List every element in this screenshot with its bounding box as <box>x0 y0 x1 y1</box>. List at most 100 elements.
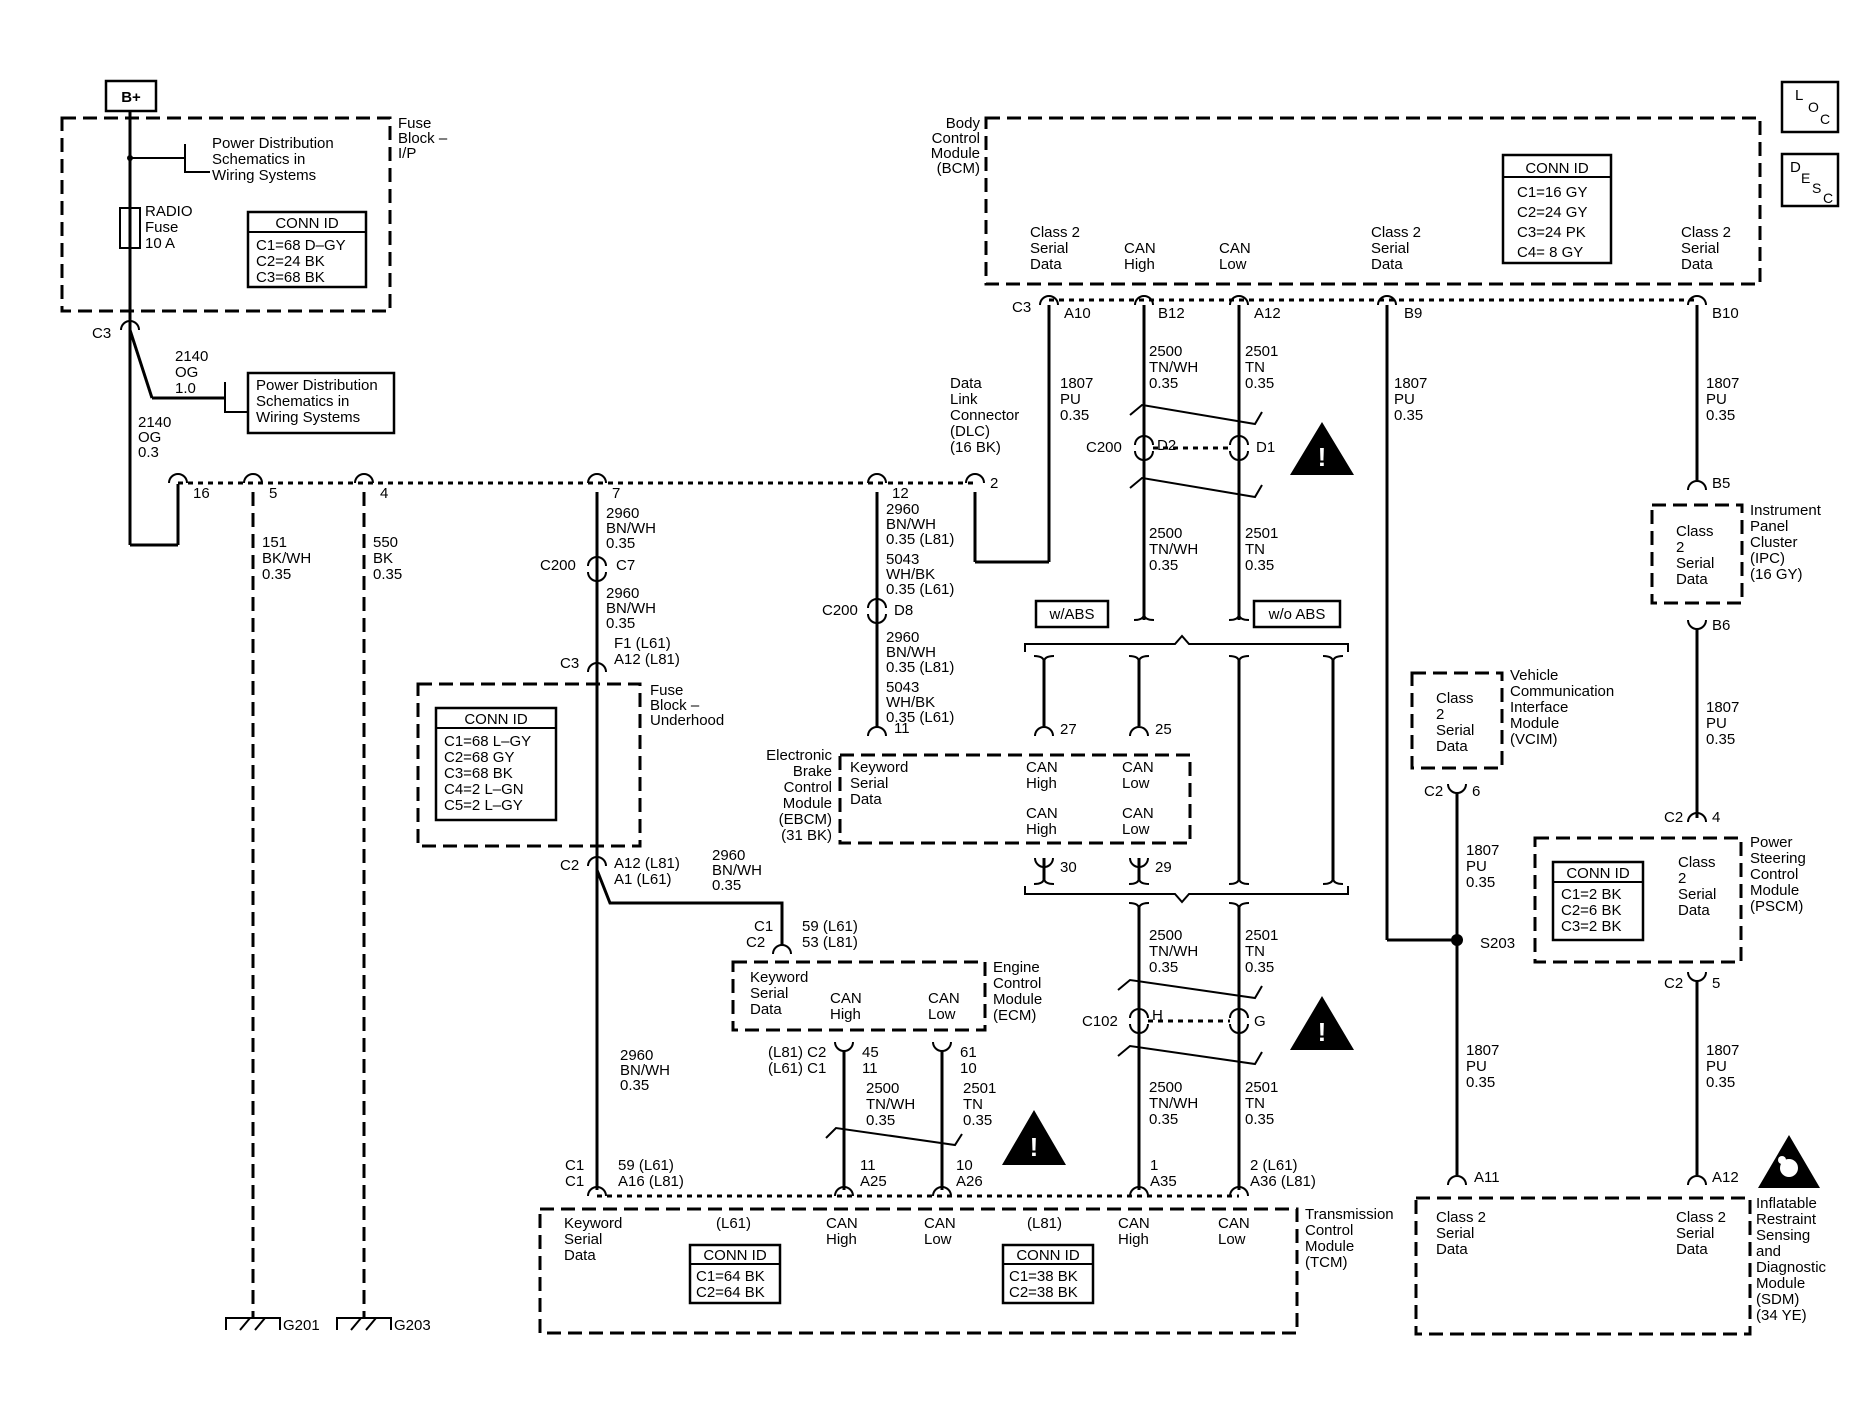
svg-text:Class: Class <box>1436 690 1474 707</box>
svg-text:Fuse: Fuse <box>145 219 178 236</box>
svg-text:CAN: CAN <box>924 1215 956 1232</box>
svg-text:2500: 2500 <box>1149 525 1182 542</box>
svg-text:G201: G201 <box>283 1317 320 1334</box>
svg-text:Wiring Systems: Wiring Systems <box>256 409 360 426</box>
svg-text:OG: OG <box>138 429 161 446</box>
svg-text:2 (L61): 2 (L61) <box>1250 1157 1298 1174</box>
svg-text:High: High <box>1118 1231 1149 1248</box>
svg-text:0.35: 0.35 <box>1149 375 1178 392</box>
svg-text:S203: S203 <box>1480 935 1515 952</box>
svg-text:CAN: CAN <box>830 990 862 1007</box>
svg-text:(SDM): (SDM) <box>1756 1291 1799 1308</box>
conn-id-box-tcm-l61 <box>688 1243 782 1305</box>
svg-text:G: G <box>1254 1013 1266 1030</box>
ground-g203-symbol: G203 <box>336 1317 431 1334</box>
svg-text:0.35: 0.35 <box>1149 959 1178 976</box>
svg-text:Serial: Serial <box>1681 240 1719 257</box>
svg-text:TN/WH: TN/WH <box>1149 943 1198 960</box>
svg-text:Class: Class <box>1678 854 1716 871</box>
svg-text:Module: Module <box>1756 1275 1805 1292</box>
svg-text:2140: 2140 <box>138 414 171 431</box>
svg-text:Control: Control <box>993 975 1041 992</box>
svg-text:C1=68 D–GY: C1=68 D–GY <box>256 237 346 254</box>
svg-text:C2: C2 <box>1664 975 1683 992</box>
pds-ref-1[interactable]: Power Distribution <box>212 135 334 152</box>
svg-text:Data: Data <box>564 1247 596 1264</box>
svg-text:C1: C1 <box>754 918 773 935</box>
svg-text:TN/WH: TN/WH <box>866 1096 915 1113</box>
svg-text:2: 2 <box>1436 706 1444 723</box>
svg-text:Serial: Serial <box>1676 555 1714 572</box>
svg-text:2960: 2960 <box>606 585 639 602</box>
svg-text:1807: 1807 <box>1466 1042 1499 1059</box>
svg-text:1.0: 1.0 <box>175 380 196 397</box>
svg-text:12: 12 <box>892 485 909 502</box>
svg-text:53 (L81): 53 (L81) <box>802 934 858 951</box>
svg-text:A35: A35 <box>1150 1173 1177 1190</box>
svg-text:C1=38 BK: C1=38 BK <box>1009 1268 1078 1285</box>
pds-ref-2[interactable] <box>246 371 396 435</box>
svg-text:Data: Data <box>1436 1241 1468 1258</box>
svg-text:Class 2: Class 2 <box>1371 224 1421 241</box>
svg-text:2501: 2501 <box>1245 1079 1278 1096</box>
dlc-pins: 16 5 4 7 12 2 <box>168 473 998 502</box>
svg-text:Data: Data <box>950 375 982 392</box>
svg-text:Link: Link <box>950 391 978 408</box>
location-icon-button[interactable]: LOC <box>1780 80 1840 134</box>
svg-text:Diagnostic: Diagnostic <box>1756 1259 1827 1276</box>
svg-text:C2=38 BK: C2=38 BK <box>1009 1284 1078 1301</box>
svg-text:Interface: Interface <box>1510 699 1568 716</box>
svg-text:BK/WH: BK/WH <box>262 550 311 567</box>
svg-text:0.35: 0.35 <box>712 877 741 894</box>
svg-text:L: L <box>1795 87 1803 104</box>
svg-text:2501: 2501 <box>1245 525 1278 542</box>
svg-text:CAN: CAN <box>1219 240 1251 257</box>
svg-text:Class 2: Class 2 <box>1030 224 1080 241</box>
svg-text:C4=2 L–GN: C4=2 L–GN <box>444 781 524 798</box>
svg-text:61: 61 <box>960 1044 977 1061</box>
svg-text:OG: OG <box>175 364 198 381</box>
svg-text:I/P: I/P <box>398 145 416 162</box>
svg-text:CAN: CAN <box>1122 759 1154 776</box>
svg-text:1807: 1807 <box>1466 842 1499 859</box>
svg-text:C: C <box>1820 111 1830 127</box>
conn-id-box-ip <box>246 210 368 289</box>
svg-text:10: 10 <box>960 1060 977 1077</box>
svg-text:RADIO: RADIO <box>145 203 193 220</box>
svg-text:2960: 2960 <box>886 501 919 518</box>
svg-text:CAN: CAN <box>1118 1215 1150 1232</box>
svg-text:A12 (L81): A12 (L81) <box>614 855 680 872</box>
svg-text:PU: PU <box>1466 858 1487 875</box>
svg-text:Schematics in: Schematics in <box>256 393 349 410</box>
conn-id-box-underhood <box>434 706 558 822</box>
ebcm-outline <box>838 753 1192 845</box>
svg-text:1807: 1807 <box>1060 375 1093 392</box>
svg-text:1807: 1807 <box>1706 699 1739 716</box>
svg-text:Keyword: Keyword <box>564 1215 622 1232</box>
svg-text:E: E <box>1801 170 1810 186</box>
svg-text:0.35: 0.35 <box>1706 407 1735 424</box>
svg-text:550: 550 <box>373 534 398 551</box>
svg-text:5: 5 <box>1712 975 1720 992</box>
svg-text:151: 151 <box>262 534 287 551</box>
svg-text:11: 11 <box>862 1060 878 1077</box>
svg-text:High: High <box>1026 821 1057 838</box>
svg-text:Module: Module <box>783 795 832 812</box>
svg-text:0.35: 0.35 <box>1394 407 1423 424</box>
svg-text:A1 (L61): A1 (L61) <box>614 871 672 888</box>
svg-text:Power: Power <box>1750 834 1793 851</box>
svg-text:0.35: 0.35 <box>1706 731 1735 748</box>
warning-icon-1 <box>1290 422 1354 475</box>
svg-text:C3=68 BK: C3=68 BK <box>256 269 325 286</box>
svg-text:and: and <box>1756 1243 1781 1260</box>
svg-text:B10: B10 <box>1712 305 1739 322</box>
svg-text:(34 YE): (34 YE) <box>1756 1307 1807 1324</box>
svg-text:TN: TN <box>1245 541 1265 558</box>
wabs-label-box <box>1034 599 1110 629</box>
svg-text:CAN: CAN <box>1124 240 1156 257</box>
svg-text:(ECM): (ECM) <box>993 1007 1036 1024</box>
